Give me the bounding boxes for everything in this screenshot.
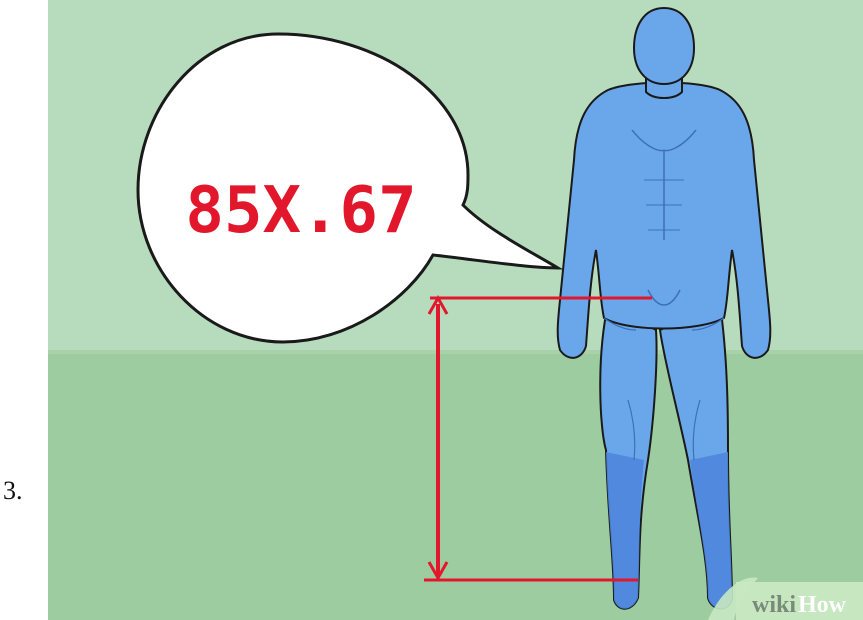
measurement-value: 85X.67 — [185, 174, 416, 248]
step-number: 3. — [3, 476, 23, 506]
illustration-svg: 85X.67 wiki How — [48, 0, 863, 620]
inseam-illustration: 85X.67 wiki How — [48, 0, 863, 620]
watermark-how: How — [798, 592, 847, 618]
floor-line — [48, 350, 863, 354]
watermark-wiki: wiki — [752, 592, 796, 618]
